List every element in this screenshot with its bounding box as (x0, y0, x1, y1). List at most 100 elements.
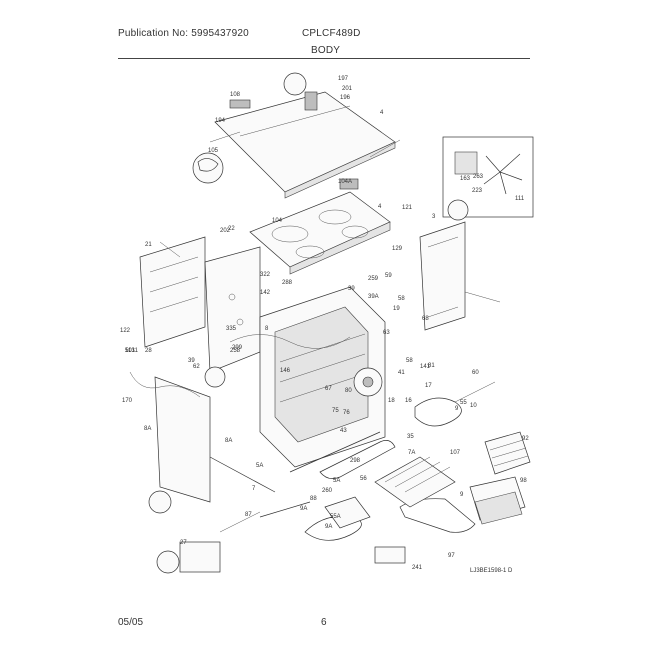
part-label: 5A (256, 463, 263, 469)
model-number: CPLCF489D (302, 28, 361, 39)
part-label: 56 (360, 476, 367, 482)
oven-door (419, 221, 466, 331)
burner-element (295, 245, 325, 259)
part-label: 87 (245, 512, 252, 518)
part-label: 322 (260, 272, 271, 278)
detail-callout-top (283, 72, 307, 96)
part-label: 21 (145, 242, 152, 248)
rear-panel-stripe (149, 256, 199, 273)
part-label: 9 (455, 406, 459, 412)
part-label: 202 (220, 228, 231, 234)
fan-motor (454, 151, 478, 175)
bake-element-lower (304, 515, 362, 541)
part-label: 9 (460, 492, 464, 498)
drawer-rail (289, 431, 381, 473)
oven-cavity (274, 306, 369, 443)
publication-number: Publication No: 5995437920 (118, 28, 249, 39)
part-label: 9A (300, 506, 307, 512)
header-divider (118, 58, 530, 59)
part-label: 107 (450, 450, 461, 456)
part-label: 5 (125, 348, 129, 354)
part-label: 141 (420, 364, 431, 370)
convection-fan-hub (362, 376, 374, 388)
leader-line (369, 139, 401, 158)
part-label: 170 (122, 398, 133, 404)
cooktop-surface-edge (289, 221, 391, 275)
part-label: 146 (280, 368, 291, 374)
part-label: 263 (473, 174, 484, 180)
part-label: 129 (392, 246, 403, 252)
fan-detail-box (442, 136, 534, 218)
part-label: 121 (402, 205, 413, 211)
part-label: 62 (193, 364, 200, 370)
drawer-rail (259, 501, 311, 518)
part-label: 8A (225, 438, 232, 444)
part-label: 105 (208, 148, 219, 154)
detail-callout-left-part (197, 158, 219, 172)
part-label: 43 (340, 428, 347, 434)
accessory-detail-box (179, 541, 221, 573)
broiler-grid (484, 431, 531, 475)
oven-rack-guide (279, 373, 366, 403)
part-label: 4 (380, 110, 384, 116)
part-label: 108 (230, 92, 241, 98)
part-labels: 4 4 3 5 5A 5A 7 7A 8 8A 8A 9 9 9A 9A 10 … (120, 76, 529, 571)
part-label: 260 (322, 488, 333, 494)
part-label: 55 (460, 400, 467, 406)
detail-callout-leveler (204, 366, 226, 388)
small-pan (374, 546, 406, 564)
rack-wire (394, 461, 441, 488)
detail-callout-foot (156, 550, 180, 574)
detail-callout-light (447, 199, 469, 221)
wire-harness (129, 371, 201, 398)
rear-panel-stripe (149, 276, 199, 293)
part-label: 298 (350, 458, 361, 464)
part-label: 5A (333, 478, 340, 484)
part-label: 131 (128, 348, 139, 354)
part-label: 68 (422, 316, 429, 322)
front-kick-panel (154, 376, 211, 503)
part-label: 17 (425, 383, 432, 389)
oven-door-glass (427, 306, 459, 318)
part-label: 197 (338, 76, 349, 82)
part-label: 80 (345, 388, 352, 394)
part-label: 67 (325, 386, 332, 392)
footer-date: 05/05 (118, 617, 144, 628)
part-label: 258 (230, 348, 241, 354)
wiring-grommet (236, 318, 244, 326)
drawing-code: LJ3BE1598-1 D (470, 568, 513, 574)
part-label: 35 (407, 434, 414, 440)
rack-wire (404, 466, 451, 493)
part-label: 4 (378, 204, 382, 210)
part-label: 8A (144, 426, 151, 432)
part-label: 201 (342, 86, 353, 92)
part-label: 22 (228, 226, 235, 232)
section-title: BODY (311, 45, 341, 56)
part-label: 223 (472, 188, 483, 194)
part-label: 76 (343, 410, 350, 416)
rear-panel-stripe (149, 296, 199, 313)
part-label: 55A (330, 514, 341, 520)
broil-element (414, 397, 462, 427)
part-label: 142 (260, 290, 271, 296)
part-label: 41 (398, 370, 405, 376)
part-label: 335 (226, 326, 237, 332)
bake-element (319, 440, 396, 479)
drawer-rail (209, 456, 276, 493)
wiring-grommet (228, 293, 236, 301)
leader-line (209, 131, 241, 143)
part-label: 299 (232, 345, 243, 351)
part-label: 9A (325, 524, 332, 530)
wire-harness (229, 334, 351, 349)
part-label: 97 (448, 553, 455, 559)
leader-line (454, 381, 496, 403)
part-label: 8 (265, 326, 269, 332)
grid-wire (493, 455, 529, 467)
part-label: 92 (522, 436, 529, 442)
part-label: 241 (412, 565, 423, 571)
burner-element (271, 225, 309, 243)
diagram-canvas: 4 4 3 5 5A 5A 7 7A 8 8A 8A 9 9 9A 9A 10 … (120, 72, 534, 574)
grid-wire (491, 447, 527, 459)
part-label: 28 (145, 348, 152, 354)
rack-wire (384, 456, 431, 483)
